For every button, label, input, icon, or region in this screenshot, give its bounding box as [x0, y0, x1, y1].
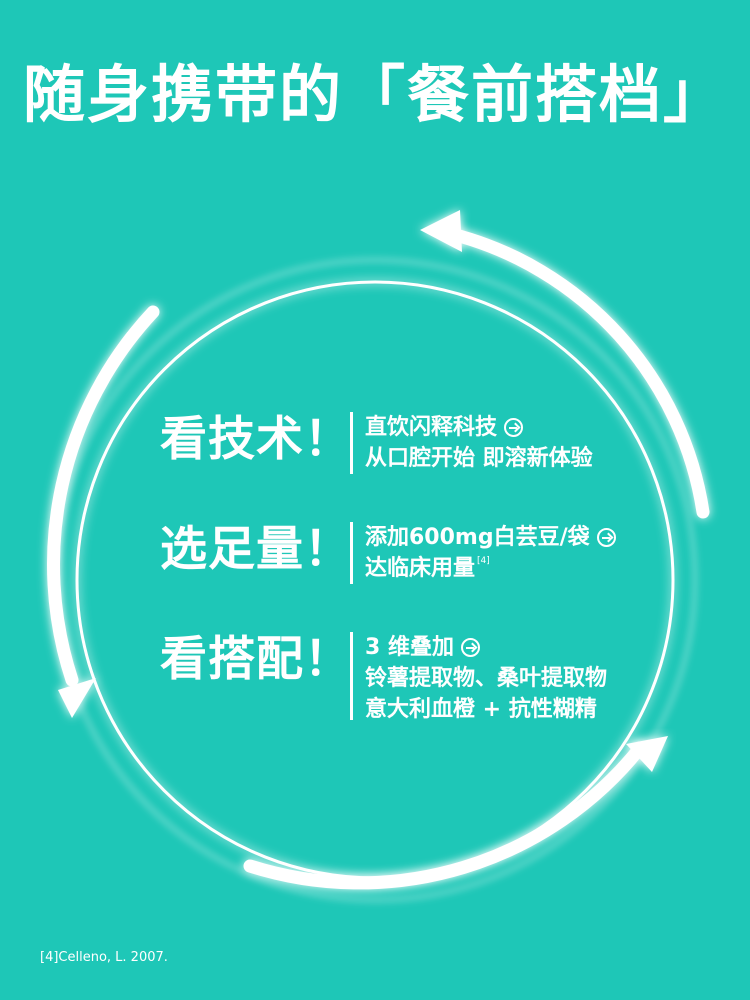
feature-line: 3 维叠加 — [365, 632, 607, 663]
feature-heading: 看技术！ — [160, 412, 352, 467]
bottom-arc — [243, 741, 647, 890]
feature-line: 直饮闪释科技 — [365, 412, 593, 443]
feature-description: 3 维叠加 铃薯提取物、桑叶提取物 意大利血橙 + 抗性糊精 — [365, 632, 607, 725]
bottom-arrowhead-icon — [626, 736, 668, 772]
feature-dosage: 选足量！ 添加600mg白芸豆/袋 达临床用量 [4] — [160, 522, 616, 584]
feature-description: 直饮闪释科技 从口腔开始 即溶新体验 — [365, 412, 593, 474]
feature-line: 达临床用量 [4] — [365, 553, 616, 584]
divider — [350, 412, 353, 474]
feature-line-text: 添加600mg白芸豆/袋 — [365, 525, 590, 550]
top-arrowhead-icon — [420, 210, 462, 252]
feature-line-text: 达临床用量 — [365, 556, 476, 581]
divider — [350, 632, 353, 720]
feature-line-text: 从口腔开始 即溶新体验 — [365, 446, 593, 471]
feature-line: 铃薯提取物、桑叶提取物 — [365, 663, 607, 694]
divider — [350, 522, 353, 584]
arrow-circle-icon — [460, 638, 480, 657]
feature-line-text: 铃薯提取物、桑叶提取物 — [365, 666, 608, 691]
left-arc — [47, 305, 160, 687]
feature-description: 添加600mg白芸豆/袋 达临床用量 [4] — [365, 522, 616, 584]
page-title: 随身携带的「餐前搭档」 — [22, 58, 727, 131]
feature-technology: 看技术！ 直饮闪释科技 从口腔开始 即溶新体验 — [160, 412, 593, 474]
citation-mark: [4] — [477, 556, 490, 566]
feature-line-text: 3 维叠加 — [365, 635, 454, 660]
top-right-arc — [445, 227, 710, 519]
arrow-circle-icon — [596, 528, 616, 547]
feature-line-text: 意大利血橙 + 抗性糊精 — [365, 697, 597, 722]
feature-heading: 看搭配！ — [160, 632, 352, 687]
feature-heading: 选足量！ — [160, 522, 352, 577]
footnote-citation: [4]Celleno, L. 2007. — [40, 950, 168, 965]
feature-line: 意大利血橙 + 抗性糊精 — [365, 694, 607, 725]
arrow-circle-icon — [504, 418, 524, 437]
feature-line: 从口腔开始 即溶新体验 — [365, 443, 593, 474]
feature-line: 添加600mg白芸豆/袋 — [365, 522, 616, 553]
feature-line-text: 直饮闪释科技 — [365, 415, 498, 440]
left-arrowhead-icon — [58, 678, 96, 718]
feature-combination: 看搭配！ 3 维叠加 铃薯提取物、桑叶提取物 意大利血橙 + 抗性糊精 — [160, 632, 607, 725]
